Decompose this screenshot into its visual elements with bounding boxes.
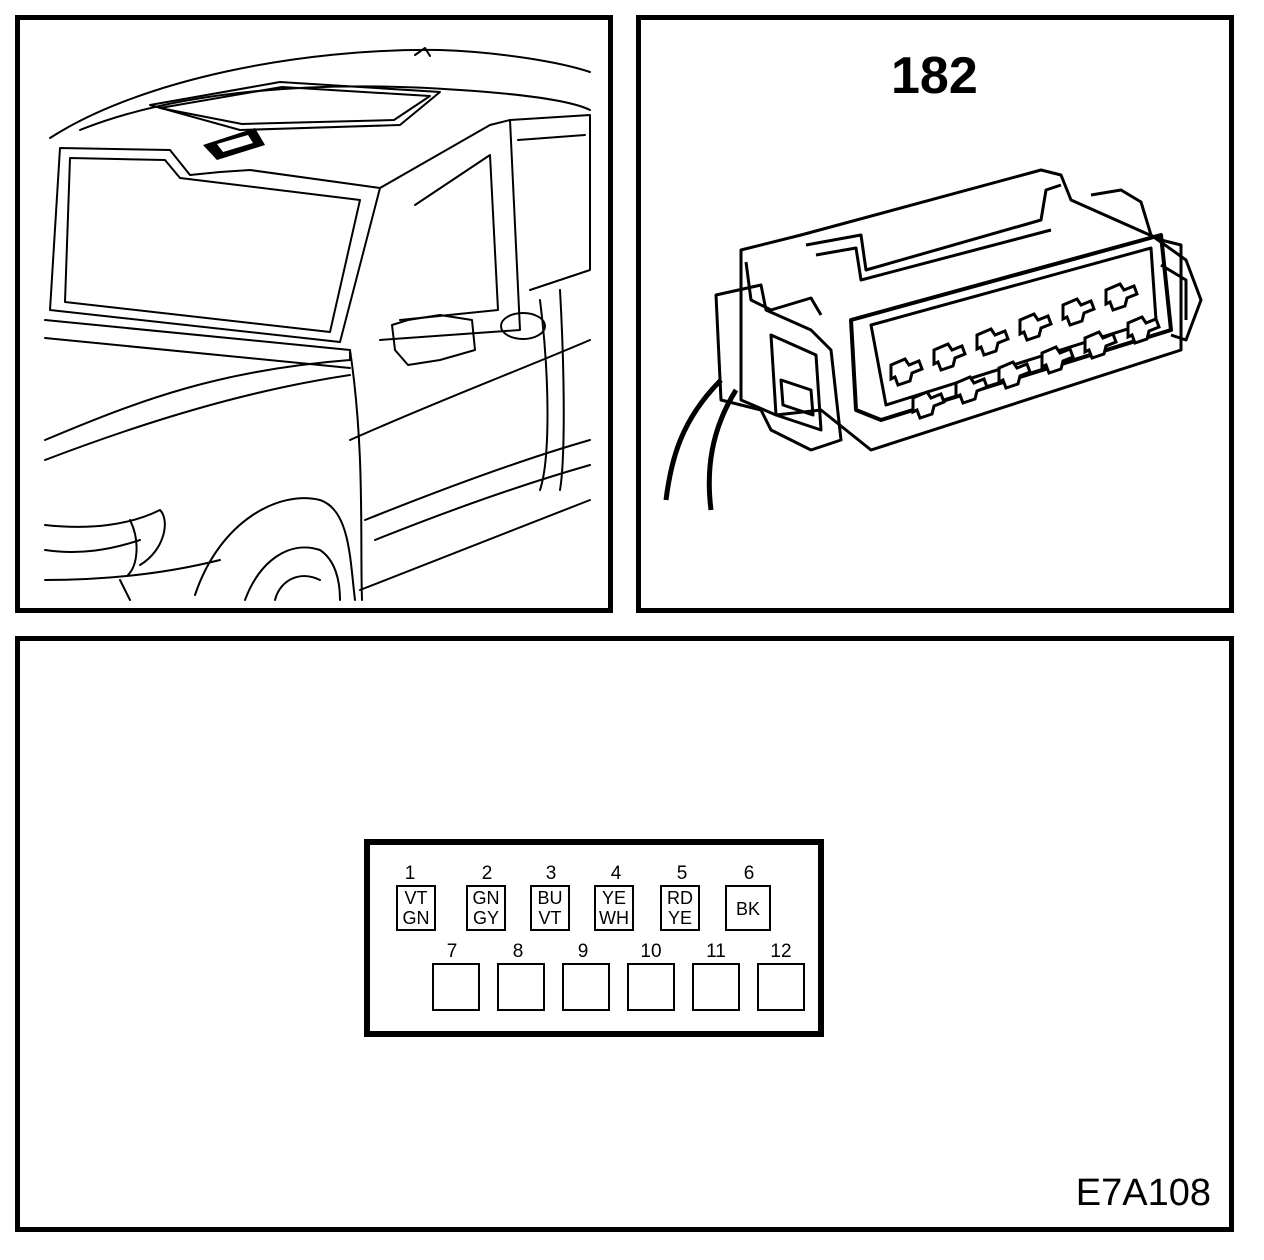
wire-color: YE [601,888,626,908]
pin-11 [692,963,740,1011]
pin-10 [627,963,675,1011]
connector-number: 182 [891,47,978,105]
wire-color: WH [599,908,629,928]
pin-number: 7 [446,941,458,962]
wire-color: VT [404,888,428,908]
pin-6: BK [725,885,771,931]
wire-color: BU [537,888,563,908]
pin-7 [432,963,480,1011]
pin-2: GN GY [466,885,506,931]
pin-3: BU VT [530,885,570,931]
wire-color: VT [538,908,562,928]
pin-1: VT GN [396,885,436,931]
pin-number: 4 [610,863,622,884]
pin-number: 11 [706,941,726,962]
figure-code: E7A108 [1075,1172,1211,1214]
pin-5: RD YE [660,885,700,931]
wire-color: YE [667,908,692,928]
pin-number: 12 [770,941,792,962]
connector-view-panel: 182 [636,15,1234,613]
pin-number: 6 [743,863,755,884]
pin-9 [562,963,610,1011]
connector-illustration [663,168,1203,511]
pin-number: 1 [404,863,416,884]
wire-color: GN [402,908,430,928]
pin-number: 9 [577,941,589,962]
pin-8 [497,963,545,1011]
connector-pinout: 1 VT GN 2 GN GY 3 BU VT 4 YE WH 5 RD YE … [364,839,824,1037]
vehicle-location-panel [15,15,613,613]
wire-color: GY [472,908,499,928]
wire-color: RD [667,888,693,908]
pin-4: YE WH [594,885,634,931]
wire-color: GN [472,888,500,908]
pinout-panel: 1 VT GN 2 GN GY 3 BU VT 4 YE WH 5 RD YE … [15,636,1234,1232]
pin-number: 5 [676,863,688,884]
pin-number: 3 [545,863,557,884]
pin-number: 2 [481,863,493,884]
car-illustration [44,47,591,601]
wire-color: BK [735,899,760,919]
pin-12 [757,963,805,1011]
pin-number: 10 [640,941,662,962]
pin-number: 8 [512,941,524,962]
